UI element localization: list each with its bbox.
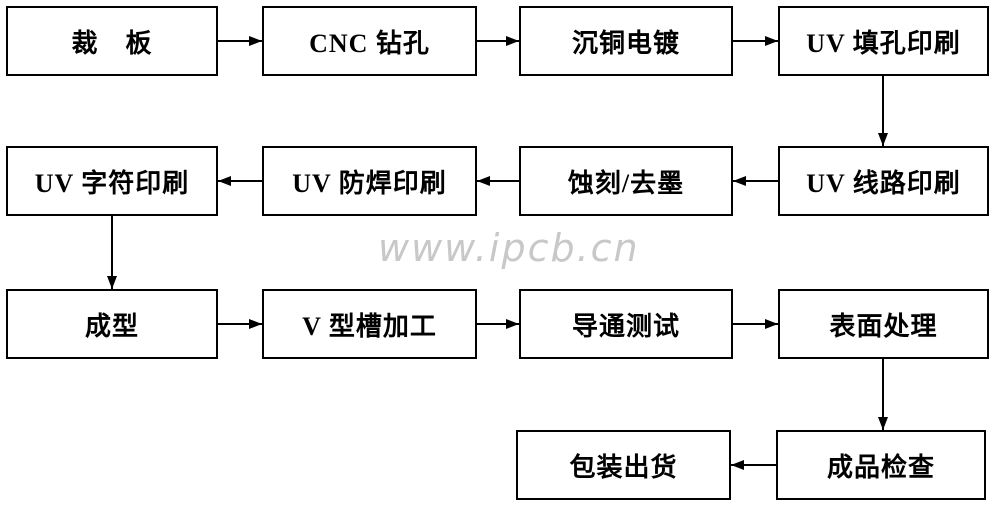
- watermark: www.ipcb.cn: [378, 226, 640, 270]
- node-uv-hole-fill-print: UV 填孔印刷: [778, 6, 989, 76]
- node-continuity-test: 导通测试: [519, 289, 733, 359]
- node-copper-plating: 沉铜电镀: [519, 6, 733, 76]
- node-cnc-drilling: CNC 钻孔: [262, 6, 477, 76]
- node-uv-circuit-print: UV 线路印刷: [778, 146, 989, 216]
- node-surface-finish: 表面处理: [778, 289, 989, 359]
- node-uv-soldermask-print: UV 防焊印刷: [262, 146, 477, 216]
- node-etch-deink: 蚀刻/去墨: [519, 146, 733, 216]
- node-cut-board: 裁 板: [6, 6, 218, 76]
- node-forming: 成型: [6, 289, 218, 359]
- node-uv-legend-print: UV 字符印刷: [6, 146, 218, 216]
- node-final-inspection: 成品检查: [776, 430, 986, 500]
- node-packing-shipping: 包装出货: [516, 430, 731, 500]
- node-v-groove-machining: V 型槽加工: [262, 289, 477, 359]
